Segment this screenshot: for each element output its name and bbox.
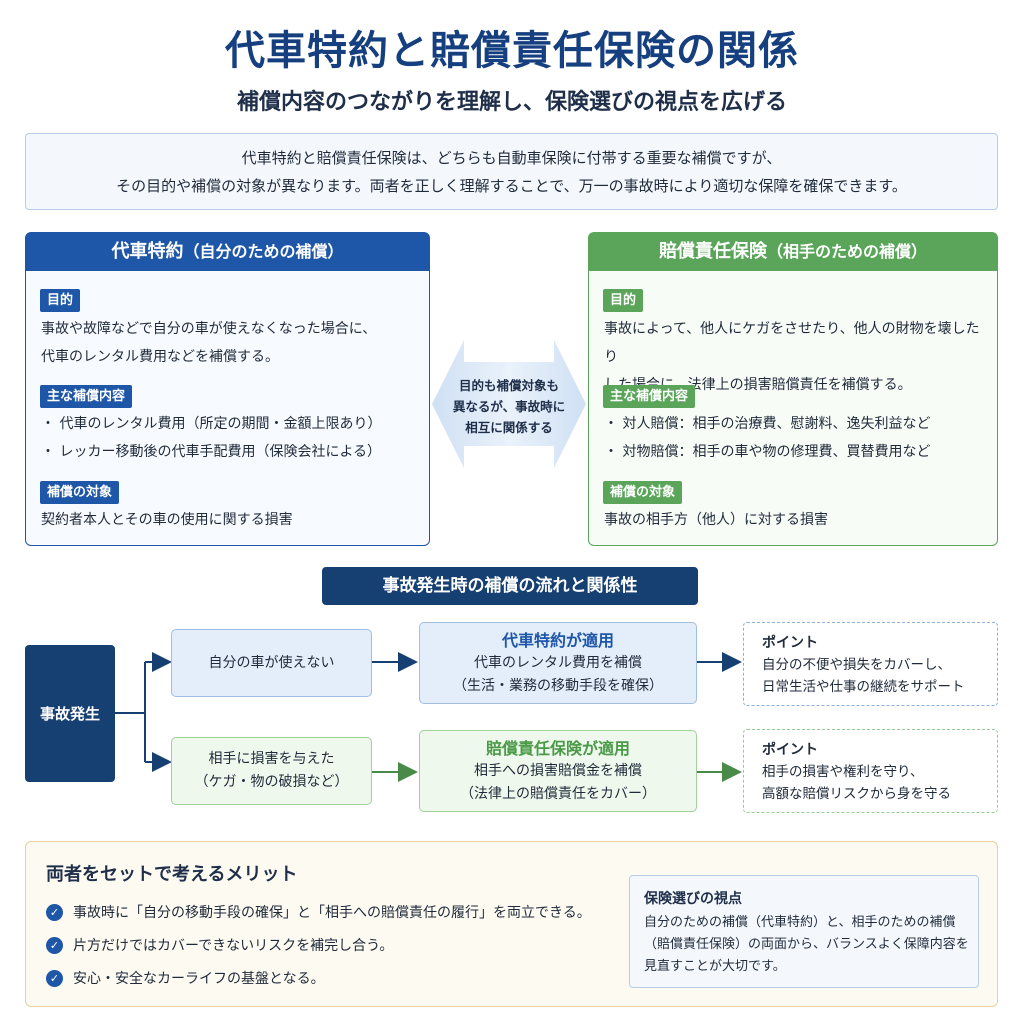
merit-item: ✓ 安心・安全なカーライフの基盤となる。 [46, 968, 325, 988]
liability-apply-box: 賠償責任保険が適用 相手への損害賠償金を補償 （法律上の賠償責任をカバー） [419, 730, 697, 812]
point-box-top: ポイント 自分の不便や損失をカバーし、 日常生活や仕事の継続をサポート [743, 622, 998, 706]
flow-connectors [115, 652, 742, 782]
point-box-bottom: ポイント 相手の損害や権利を守り、 高額な賠償リスクから身を守る [743, 729, 998, 813]
liability-card-header: 賠償責任保険（相手のための補償） [589, 233, 997, 271]
viewpoint-title: 保険選びの視点 [644, 891, 742, 907]
liability-card-title: 賠償責任保険 [658, 241, 767, 262]
check-icon: ✓ [46, 969, 63, 987]
point-line: 日常生活や仕事の継続をサポート [762, 679, 965, 695]
viewpoint-line: 見直すことが大切です。 [644, 959, 786, 974]
rental-car-card-header: 代車特約（自分のための補償） [26, 233, 429, 271]
intro-line-1: 代車特約と賠償責任保険は、どちらも自動車保険に付帯する重要な補償ですが、 [241, 149, 782, 167]
target-text: 契約者本人とその車の使用に関する損害 [41, 512, 293, 528]
purpose-line: 事故によって、他人にケガをさせたり、他人の財物を壊したり [604, 321, 980, 365]
list-item: ・ 対物賠償：相手の車や物の修理費、買替費用など [604, 444, 931, 460]
list-item: ・ レッカー移動後の代車手配費用（保険会社による） [41, 444, 382, 460]
flow-section-title: 事故発生時の補償の流れと関係性 [322, 567, 698, 605]
liability-apply-line: （法律上の賠償責任をカバー） [460, 785, 656, 802]
page-subtitle: 補償内容のつながりを理解し、保険選びの視点を広げる [236, 90, 787, 115]
merit-item-text: 片方だけではカバーできないリスクを補完し合う。 [73, 938, 394, 954]
merit-title: 両者をセットで考えるメリット [46, 864, 298, 885]
intro-box: 代車特約と賠償責任保険は、どちらも自動車保険に付帯する重要な補償ですが、 その目… [25, 133, 998, 210]
rental-car-card-note: （自分のための補償） [183, 242, 344, 261]
merit-item-text: 事故時に「自分の移動手段の確保」と「相手への賠償責任の履行」を両立できる。 [73, 905, 591, 921]
rental-apply-line: （生活・業務の移動手段を確保） [453, 677, 663, 694]
relation-note: 目的も補償対象も 異なるが、事故時に 相互に関係する [440, 375, 578, 438]
liability-card: 賠償責任保険（相手のための補償） 目的 事故によって、他人にケガをさせたり、他人… [588, 232, 998, 546]
target-tag: 補償の対象 [40, 481, 120, 504]
cause-text: （ケガ・物の破損など） [194, 774, 349, 790]
relation-note-line: 異なるが、事故時に [452, 399, 566, 414]
rental-apply-box: 代車特約が適用 代車のレンタル費用を補償 （生活・業務の移動手段を確保） [419, 622, 697, 704]
coverage-list: ・ 代車のレンタル費用（所定の期間・金額上限あり） ・ レッカー移動後の代車手配… [41, 410, 419, 466]
purpose-text: 事故や故障などで自分の車が使えなくなった場合に、 代車のレンタル費用などを補償す… [41, 315, 419, 371]
relation-note-line: 目的も補償対象も [458, 378, 559, 393]
page-title: 代車特約と賠償責任保険の関係 [225, 28, 799, 74]
point-line: 相手の損害や権利を守り、 [762, 764, 924, 780]
rental-car-card: 代車特約（自分のための補償） 目的 事故や故障などで自分の車が使えなくなった場合… [25, 232, 430, 546]
merit-item: ✓ 片方だけではカバーできないリスクを補完し合う。 [46, 935, 393, 955]
merit-panel: 両者をセットで考えるメリット ✓ 事故時に「自分の移動手段の確保」と「相手への賠… [25, 841, 998, 1007]
accident-start-box: 事故発生 [25, 645, 115, 782]
target-tag: 補償の対象 [603, 481, 683, 504]
list-item: ・ 代車のレンタル費用（所定の期間・金額上限あり） [41, 416, 382, 432]
purpose-line: 代車のレンタル費用などを補償する。 [41, 349, 279, 365]
point-line: 高額な賠償リスクから身を守る [762, 786, 951, 802]
cause-text: 自分の車が使えない [208, 654, 335, 671]
point-title: ポイント [762, 742, 818, 758]
point-line: 自分の不便や損失をカバーし、 [762, 657, 951, 673]
coverage-tag: 主な補償内容 [40, 385, 133, 408]
check-icon: ✓ [46, 936, 63, 954]
rental-apply-line: 代車のレンタル費用を補償 [474, 654, 642, 671]
coverage-tag: 主な補償内容 [603, 385, 696, 408]
purpose-line: 事故や故障などで自分の車が使えなくなった場合に、 [41, 321, 377, 337]
viewpoint-line: （賠償責任保険）の両面から、バランスよく保障内容を [644, 937, 969, 952]
check-icon: ✓ [46, 903, 63, 921]
purpose-tag: 目的 [603, 289, 644, 312]
point-title: ポイント [762, 635, 818, 651]
rental-car-card-title: 代車特約 [111, 241, 184, 262]
intro-line-2: その目的や補償の対象が異なります。両者を正しく理解することで、万一の事故時により… [116, 177, 907, 195]
liability-apply-line: 相手への損害賠償金を補償 [474, 762, 642, 779]
rental-apply-title: 代車特約が適用 [501, 630, 614, 650]
cause-text: 相手に損害を与えた [208, 751, 335, 767]
list-item: ・ 対人賠償：相手の治療費、慰謝料、逸失利益など [604, 416, 931, 432]
liability-card-note: （相手のための補償） [766, 242, 927, 261]
cause-damage-box: 相手に損害を与えた （ケガ・物の破損など） [171, 737, 372, 805]
relation-note-line: 相互に関係する [465, 420, 553, 435]
merit-item-text: 安心・安全なカーライフの基盤となる。 [73, 971, 325, 987]
double-arrow-icon [432, 340, 586, 468]
selection-viewpoint-box: 保険選びの視点 自分のための補償（代車特約）と、相手のための補償 （賠償責任保険… [629, 875, 979, 988]
purpose-tag: 目的 [40, 289, 81, 312]
target-text: 事故の相手方（他人）に対する損害 [604, 512, 828, 528]
cause-own-car-box: 自分の車が使えない [171, 629, 372, 697]
viewpoint-line: 自分のための補償（代車特約）と、相手のための補償 [644, 915, 956, 930]
coverage-list: ・ 対人賠償：相手の治療費、慰謝料、逸失利益など ・ 対物賠償：相手の車や物の修… [604, 410, 987, 466]
merit-item: ✓ 事故時に「自分の移動手段の確保」と「相手への賠償責任の履行」を両立できる。 [46, 902, 591, 922]
liability-apply-title: 賠償責任保険が適用 [485, 738, 630, 758]
